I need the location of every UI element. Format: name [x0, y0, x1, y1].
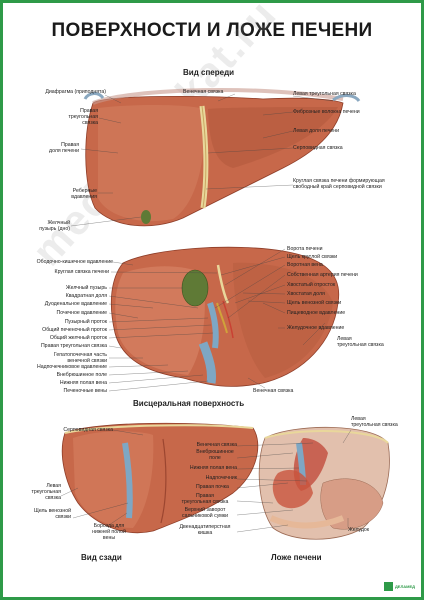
label-visceral-left-triangular: Левая треугольная связка — [337, 336, 384, 348]
label-diaphragm: Диафрагма (приподнята) — [45, 89, 106, 95]
visceral-leader-lines — [108, 248, 326, 392]
label-bed-coronary: Венечная связка — [196, 442, 237, 448]
label-front-left-triangular: Левая треугольная связка — [293, 91, 356, 97]
front-view-heading: Вид спереди — [183, 68, 235, 77]
label-suprarenal-impression: Надпочечниковое вдавление — [36, 364, 107, 370]
label-left-lobe: Левая доля печени — [293, 128, 340, 134]
visceral-view-heading: Висцеральная поверхность — [133, 399, 245, 408]
publisher-logo: ДЕЛАМЕД — [383, 582, 415, 591]
label-hepatic-veins: Печеночные вены — [63, 388, 107, 394]
label-colic-impression: Ободочно-кишечное вдавление — [36, 259, 113, 265]
label-caudate-process: Хвостатый отросток — [287, 282, 336, 288]
label-bed-bare-area: Внебрюшинное поле — [196, 449, 234, 461]
back-view-heading: Вид сзади — [81, 553, 122, 562]
poster-title: ПОВЕРХНОСТИ И ЛОЖЕ ПЕЧЕНИ — [51, 20, 373, 41]
back-liver-illustration — [61, 422, 259, 534]
label-round-ligament-front: Круглая связка печени формирующая свобод… — [293, 178, 385, 190]
anatomy-artwork — [60, 87, 390, 540]
front-leader-lines — [70, 93, 334, 227]
label-bed-kidney: Правая почка — [196, 484, 229, 490]
visceral-liver-illustration — [110, 246, 340, 387]
label-hepatorenal-portion: Гепатопочечная часть венечной связки — [53, 352, 107, 364]
logo-mark-icon — [383, 582, 393, 591]
label-front-coronary: Венечная связка — [183, 89, 224, 95]
label-bed-left-triangular: Левая треугольная связка — [351, 416, 398, 428]
label-costal: Реберные вдавления — [71, 188, 97, 200]
label-hepatic-artery: Собственная артерия печени — [287, 272, 358, 278]
label-common-bile-duct: Общий желчный проток — [49, 335, 107, 341]
front-liver-illustration — [83, 87, 361, 227]
label-bed-duodenum: Двенадцатиперстная кишка — [179, 524, 231, 536]
label-bed-stomach: Желудок — [348, 527, 370, 533]
label-back-falciform: Серповидная связка — [63, 427, 113, 433]
label-fissure-venosum: Щель венозной связки — [287, 300, 342, 306]
label-visceral-coronary: Венечная связка — [253, 388, 294, 394]
label-bed-ivc: Нижняя полая вена — [189, 465, 237, 471]
label-visceral-gallbladder: Желчный пузырь — [65, 285, 107, 291]
label-quadrate-lobe: Квадратная доля — [65, 293, 107, 299]
label-bed-omental-recess: Верхний заворот сальниковой сумки — [182, 507, 228, 519]
label-front-falciform: Серповидная связка — [293, 145, 343, 151]
label-esophageal-impression: Пищеводное вдавление — [287, 310, 346, 316]
label-bed-right-triangular: Правая треугольная связка — [181, 493, 229, 505]
label-back-left-triangular: Левая треугольная связка — [31, 483, 61, 501]
label-fissure-round: Щель круглой связки — [287, 254, 338, 260]
label-front-right-triangular: Правая треугольная связка — [68, 108, 98, 126]
label-renal-impression: Почечное вдавление — [56, 310, 108, 316]
label-visceral-ivc: Нижняя полая вена — [59, 380, 107, 386]
label-gallbladder-fundus: Желчный пузырь (дно) — [39, 220, 70, 232]
label-visceral-right-triangular: Правая треугольная связка — [40, 343, 107, 349]
label-right-lobe: Правая доля печени — [49, 142, 79, 154]
liver-bed-illustration — [258, 426, 390, 540]
label-fibrous-appendix: Фиброзные волокна печени — [293, 109, 360, 115]
liver-bed-heading: Ложе печени — [271, 553, 322, 562]
label-visceral-bare-area: Внебрюшинное поле — [56, 372, 107, 378]
label-common-hepatic-duct: Общий печеночный проток — [42, 327, 107, 333]
label-cystic-duct: Пузырный проток — [64, 319, 107, 325]
label-porta-hepatis: Ворота печени — [287, 246, 323, 252]
label-portal-vein: Воротная вена — [287, 262, 323, 268]
label-gastric-impression: Желудочное вдавление — [287, 325, 345, 331]
label-back-ivc-groove: Борозда для нижней полой вены — [92, 523, 126, 541]
label-duodenal-impression: Дуоденальное вдавление — [44, 301, 107, 307]
lower-leader-lines — [60, 429, 352, 533]
label-back-venosum: Щель венозной связки — [33, 508, 71, 520]
label-bed-suprarenal: Надпочечник — [205, 475, 237, 481]
logo-text: ДЕЛАМЕД — [394, 583, 415, 589]
label-visceral-round: Круглая связка печени — [54, 269, 109, 275]
label-caudate-lobe: Хвостатая доля — [287, 291, 325, 297]
